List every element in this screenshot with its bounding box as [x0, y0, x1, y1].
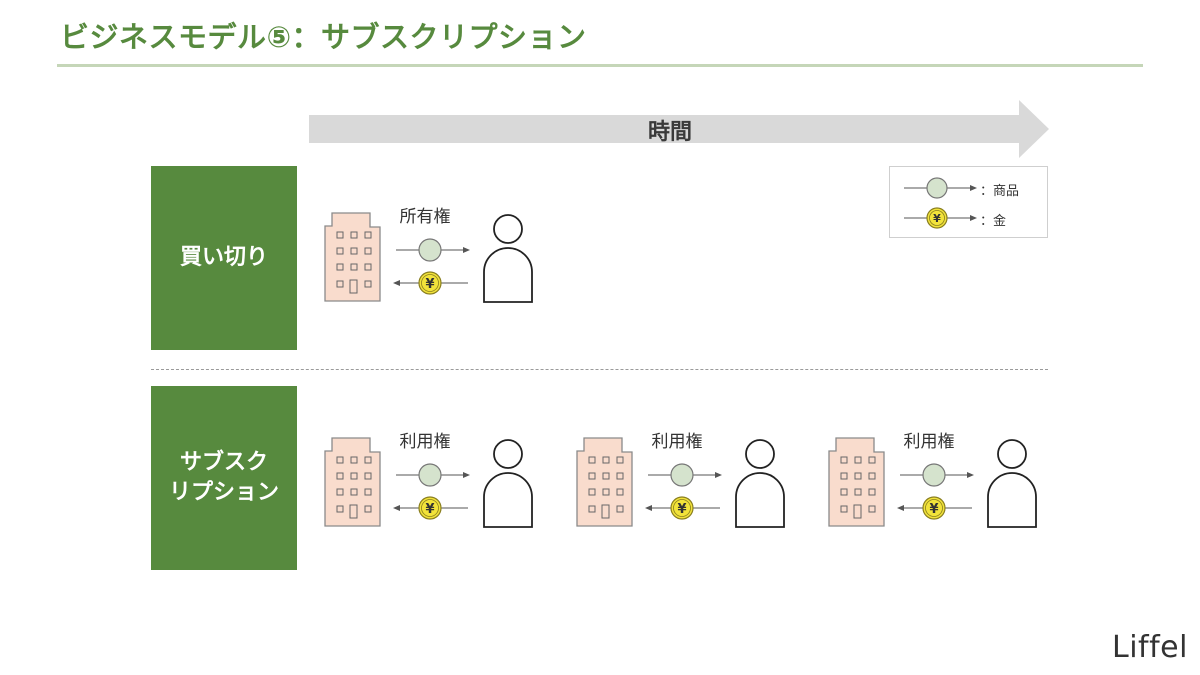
brand-logo: Liffel — [1112, 630, 1188, 665]
legend-label-money: ：金 — [980, 214, 1007, 229]
goods-arrow — [396, 463, 470, 487]
yen-coin-arrow: ¥ — [897, 496, 972, 520]
rights-label: 利用権 — [651, 432, 703, 452]
yen-coin-arrow: ¥ — [645, 496, 720, 520]
exchange-unit-subscription-3: ¥ 利用権 — [824, 432, 1044, 545]
exchange-unit-subscription-2: ¥ 利用権 — [572, 432, 792, 545]
rights-label: 利用権 — [903, 432, 955, 452]
building-icon — [576, 437, 633, 527]
title-underline — [57, 64, 1143, 67]
person-icon — [483, 214, 533, 303]
building-icon — [828, 437, 885, 527]
yen-symbol: ¥ — [677, 502, 686, 517]
legend-item-money: ¥ ：金 — [902, 206, 1042, 230]
exchange-graphic: ¥ — [324, 437, 533, 528]
exchange-graphic: ¥ — [828, 437, 1037, 528]
building-icon — [324, 437, 381, 527]
person-icon — [483, 439, 533, 528]
page-title: ビジネスモデル⑤：サブスクリプション — [60, 20, 587, 54]
timeline-label: 時間 — [647, 120, 692, 145]
yen-symbol: ¥ — [929, 502, 938, 517]
goods-arrow — [396, 238, 470, 262]
yen-coin-arrow: ¥ — [393, 496, 468, 520]
rights-label: 利用権 — [399, 432, 451, 452]
yen-symbol: ¥ — [425, 277, 434, 292]
row-label-subscription-line1: サブスク — [179, 450, 268, 476]
building-icon — [324, 212, 381, 302]
legend-label-goods: ：商品 — [980, 184, 1020, 199]
row-label-purchase: 買い切り — [151, 166, 297, 350]
exchange-unit-purchase: ¥ 所有権 — [320, 207, 540, 320]
goods-legend-icon — [904, 177, 977, 199]
row-divider — [151, 369, 1048, 370]
exchange-graphic: ¥ — [324, 212, 533, 303]
yen-coin-arrow: ¥ — [393, 271, 468, 295]
person-icon — [987, 439, 1037, 528]
rights-label: 所有権 — [399, 207, 451, 227]
exchange-graphic: ¥ — [576, 437, 785, 528]
legend: ：商品 ¥ ：金 — [889, 166, 1048, 238]
svg-text:¥: ¥ — [933, 212, 941, 225]
goods-arrow — [900, 463, 974, 487]
exchange-unit-subscription-1: ¥ 利用権 — [320, 432, 540, 545]
timeline-arrow — [309, 100, 1049, 158]
yen-coin-legend-icon: ¥ — [904, 207, 977, 229]
row-label-subscription-line2: リプション — [168, 480, 279, 505]
yen-symbol: ¥ — [425, 502, 434, 517]
row-label-subscription: サブスク リプション — [151, 386, 297, 570]
goods-arrow — [648, 463, 722, 487]
legend-item-goods: ：商品 — [902, 176, 1042, 200]
person-icon — [735, 439, 785, 528]
